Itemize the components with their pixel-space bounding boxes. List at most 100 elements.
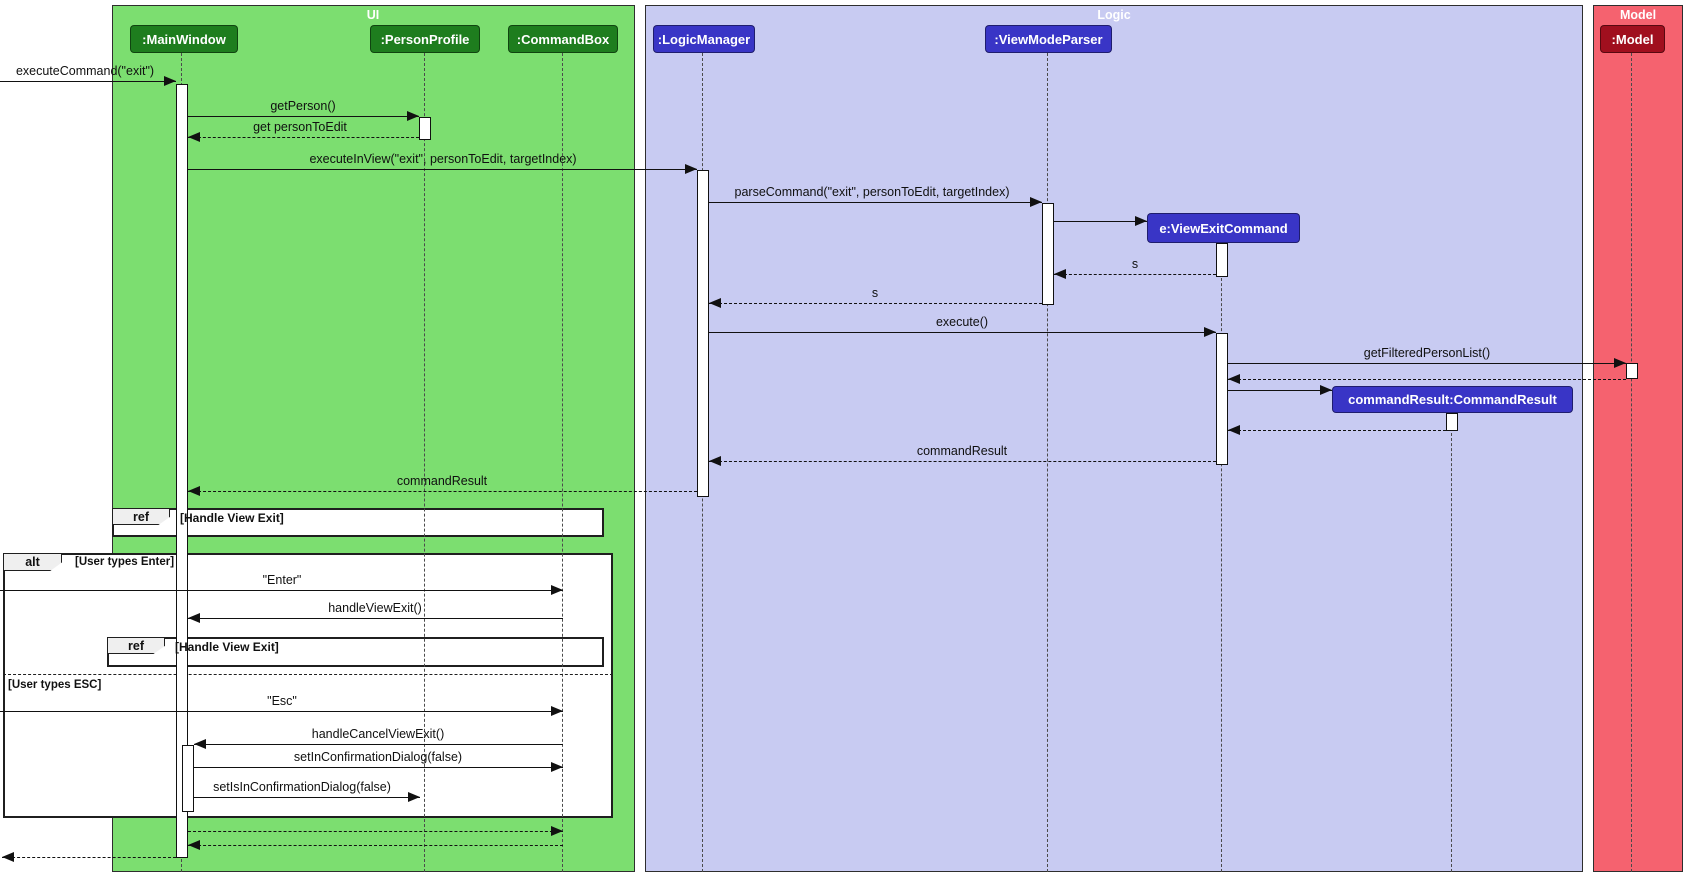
participant-mainwindow: :MainWindow — [130, 25, 238, 53]
message-line — [188, 831, 563, 832]
message-label: "Enter" — [262, 573, 302, 587]
message-line — [1228, 430, 1446, 431]
ref-1-box — [112, 508, 604, 537]
frame-logic — [645, 5, 1583, 872]
message-label: executeCommand("exit") — [15, 64, 155, 78]
message-arrowhead — [551, 585, 563, 595]
message-arrowhead — [709, 456, 721, 466]
lifeline-personprofile — [424, 53, 425, 872]
message-line — [0, 81, 176, 82]
activation-personprofile — [419, 117, 431, 140]
message-line — [2, 857, 176, 858]
message-line — [194, 744, 563, 745]
message-line — [709, 461, 1216, 462]
frame-label-model: Model — [1619, 8, 1657, 22]
participant-personprofile: :PersonProfile — [370, 25, 480, 53]
ref-2-keyword: ref — [107, 637, 165, 654]
message-arrowhead — [551, 826, 563, 836]
message-line — [1228, 390, 1332, 391]
message-arrowhead — [1614, 358, 1626, 368]
message-line — [1054, 221, 1147, 222]
message-arrowhead — [1054, 269, 1066, 279]
message-line — [709, 332, 1216, 333]
message-line — [188, 491, 697, 492]
created-object-viewexitcommand: e:ViewExitCommand — [1147, 213, 1300, 243]
activation-viewexitcommand-execute — [1216, 333, 1228, 465]
alt-keyword: alt — [3, 553, 62, 571]
activation-logicmanager — [697, 170, 709, 497]
message-label: getFilteredPersonList() — [1363, 346, 1491, 360]
message-arrowhead — [685, 164, 697, 174]
message-arrowhead — [2, 852, 14, 862]
message-line — [188, 618, 563, 619]
message-line — [0, 590, 563, 591]
lifeline-model — [1631, 53, 1632, 872]
message-label: "Esc" — [267, 694, 297, 708]
lifeline-viewexitcommand — [1221, 243, 1222, 872]
message-label: setInConfirmationDialog(false) — [293, 750, 463, 764]
message-line — [188, 116, 419, 117]
message-arrowhead — [164, 76, 176, 86]
message-line — [194, 797, 420, 798]
activation-model — [1626, 363, 1638, 379]
message-arrowhead — [1228, 374, 1240, 384]
lifeline-commandbox — [562, 53, 563, 872]
lifeline-commandresult — [1451, 413, 1452, 872]
created-object-commandresult: commandResult:CommandResult — [1332, 386, 1573, 413]
message-line — [1228, 379, 1626, 380]
message-label: execute() — [935, 315, 989, 329]
message-arrowhead — [1204, 327, 1216, 337]
message-label: commandResult — [916, 444, 1008, 458]
message-line — [188, 845, 563, 846]
message-line — [0, 711, 563, 712]
message-arrowhead — [188, 486, 200, 496]
message-label: get personToEdit — [253, 120, 347, 134]
message-label: parseCommand("exit", personToEdit, targe… — [734, 185, 1010, 199]
message-arrowhead — [709, 298, 721, 308]
message-line — [188, 137, 419, 138]
frame-label-logic: Logic — [1097, 8, 1131, 22]
frame-model — [1593, 5, 1683, 872]
alt-divider — [3, 674, 613, 675]
message-label: s — [1131, 257, 1139, 271]
lifeline-viewmodeparser — [1047, 53, 1048, 872]
ref-1-keyword: ref — [112, 508, 170, 525]
ref-1-label: [Handle View Exit] — [180, 511, 284, 525]
participant-model: :Model — [1600, 25, 1665, 53]
message-label: handleViewExit() — [328, 601, 422, 615]
message-line — [1054, 274, 1216, 275]
message-line — [1228, 363, 1626, 364]
message-line — [188, 169, 697, 170]
alt-guard-esc: [User types ESC] — [8, 679, 102, 691]
message-arrowhead — [407, 111, 419, 121]
participant-commandbox: :CommandBox — [508, 25, 618, 53]
message-arrowhead — [1030, 197, 1042, 207]
alt-guard-enter: [User types Enter] — [75, 556, 175, 568]
message-arrowhead — [408, 792, 420, 802]
message-arrowhead — [188, 132, 200, 142]
message-arrowhead — [194, 739, 206, 749]
message-label: getPerson() — [270, 99, 336, 113]
message-arrowhead — [188, 840, 200, 850]
ref-2-box — [107, 637, 604, 667]
message-line — [709, 202, 1042, 203]
message-label: s — [871, 286, 879, 300]
participant-viewmodeparser: :ViewModeParser — [985, 25, 1112, 53]
ref-2-label: [Handle View Exit] — [175, 640, 279, 654]
activation-commandresult — [1446, 413, 1458, 431]
message-label: setIsInConfirmationDialog(false) — [213, 780, 391, 794]
message-label: commandResult — [396, 474, 488, 488]
message-arrowhead — [188, 613, 200, 623]
activation-mainwindow-nested — [182, 745, 194, 812]
message-label: handleCancelViewExit() — [311, 727, 445, 741]
message-line — [709, 303, 1042, 304]
frame-label-ui: UI — [366, 8, 380, 22]
message-arrowhead — [551, 762, 563, 772]
message-arrowhead — [1320, 385, 1332, 395]
message-arrowhead — [551, 706, 563, 716]
activation-viewmodeparser — [1042, 203, 1054, 305]
message-arrowhead — [1228, 425, 1240, 435]
message-label: executeInView("exit", personToEdit, targ… — [309, 152, 577, 166]
message-line — [194, 767, 563, 768]
